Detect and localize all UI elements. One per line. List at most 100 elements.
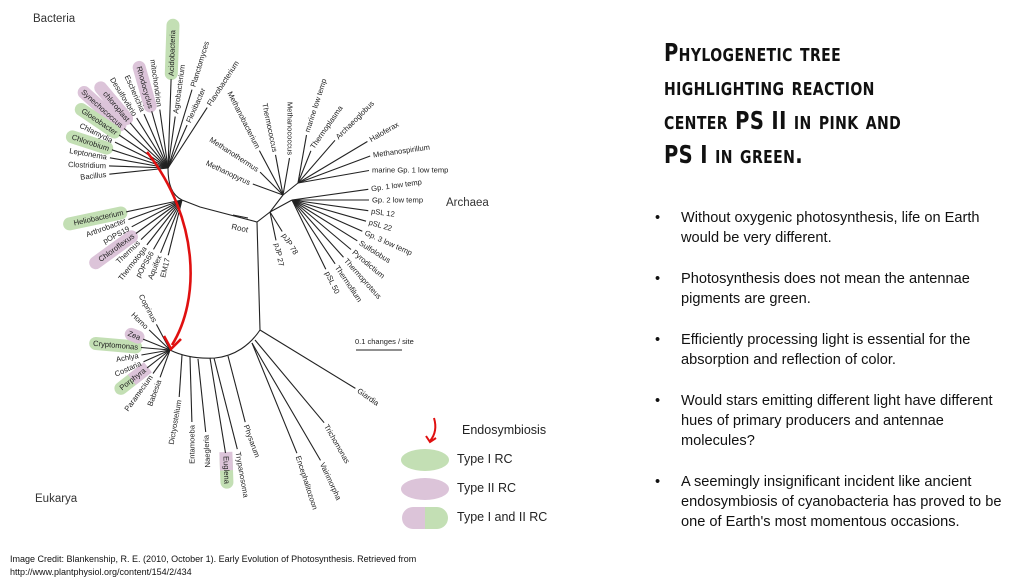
group-label-bacteria: Bacteria: [33, 13, 76, 25]
tree-branch: [159, 109, 169, 169]
legend-type1-and-2: Type I and II RC: [457, 510, 548, 524]
tree-branch: [297, 139, 336, 184]
tree-branch: [291, 199, 358, 242]
tree-branch: [178, 354, 183, 398]
reaction-center-highlight: [63, 206, 128, 231]
group-label-eukarya: Eukarya: [35, 493, 78, 505]
tree-branch: [291, 199, 363, 232]
highlight-pill: [89, 336, 143, 354]
tree-branch: [291, 199, 367, 222]
tree-branch: [111, 149, 169, 169]
tree-branch: [282, 157, 291, 196]
legend-type1: Type I RC: [457, 452, 513, 466]
leaf-label-eukarya: Dictyostelium: [167, 399, 184, 445]
tree-branch: [197, 358, 207, 433]
legend-swatch-type2: [401, 478, 449, 500]
highlight-pill: [124, 327, 145, 344]
tree-branch: [167, 107, 208, 169]
leaf-label-bacteria: Acidobacteria: [167, 29, 178, 76]
reaction-center-highlight: [219, 451, 234, 489]
tree-branch: [167, 116, 176, 169]
tree-branch: [143, 113, 169, 169]
reaction-center-highlight: [94, 81, 134, 126]
bullet-text: Without oxygenic photosynthesis, life on…: [681, 210, 980, 246]
tree-branch: [269, 211, 277, 241]
tree-branch: [291, 188, 369, 201]
tree-branch: [291, 199, 327, 270]
tree-backbone: [167, 167, 299, 359]
leaf-label-bacteria: Clostridium: [68, 160, 106, 170]
tree-branch: [297, 155, 371, 184]
tree-branch: [135, 199, 183, 234]
tree-branch: [159, 349, 171, 378]
tree-branch: [131, 199, 183, 228]
tree-branches: [108, 79, 371, 461]
highlight-pill: [164, 18, 180, 81]
leaf-label-eukarya: Encephalitozoon: [294, 455, 320, 511]
highlight-pill: [77, 86, 127, 132]
tree-branch: [114, 141, 169, 169]
title-line: highlighting reaction: [664, 72, 875, 101]
highlight-pill: [132, 60, 157, 113]
tree-branch: [129, 122, 169, 169]
leaf-label-archaea: Gp. 2 low temp: [372, 196, 423, 205]
tree-branch: [274, 154, 284, 196]
title-line: Phylogenetic tree: [664, 38, 842, 67]
tree-branch: [227, 355, 246, 423]
leaf-label-archaea: Methanobacterium: [225, 90, 262, 150]
bullet-text: Photosynthesis does not mean the antenna…: [681, 271, 970, 307]
tree-branch: [269, 211, 283, 232]
leaf-label-archaea: Methanococcus: [286, 102, 295, 155]
scale-label: 0.1 changes / site: [355, 337, 414, 346]
leaf-label-archaea: Thermococcus: [260, 102, 279, 153]
leaf-label-archaea: Haloferax: [368, 120, 401, 144]
legend-swatch-both-pink: [402, 507, 425, 529]
bullet-icon: •: [655, 393, 661, 409]
reaction-center-highlight: [74, 103, 122, 139]
endosymbiosis-arrowhead: [162, 335, 182, 352]
tree-branch: [213, 357, 238, 450]
reaction-center-highlight: [124, 327, 145, 344]
tree-branch: [146, 349, 171, 369]
bullet-text: Efficiently processing light is essentia…: [681, 332, 971, 368]
tree-branch: [259, 329, 356, 389]
reaction-center-highlight: [89, 230, 138, 270]
bullet-icon: •: [655, 332, 661, 348]
leaf-label-bacteria: Planctomyces: [189, 40, 211, 88]
highlight-pill: [63, 206, 128, 231]
tree-branch: [258, 150, 284, 196]
reaction-center-highlight: [164, 18, 180, 81]
image-credit: Image Credit: Blankenship, R. E. (2010, …: [10, 553, 416, 579]
leaf-label-eukarya: Entamoeba: [188, 424, 197, 464]
caption-line: http://www.plantphysiol.org/content/154/…: [10, 567, 192, 577]
leaf-label-archaea: pJP 27: [272, 242, 286, 267]
tree-branch: [209, 357, 227, 454]
bullet-item: • Efficiently processing light is essenti…: [655, 330, 1015, 370]
root-label: Root: [231, 222, 250, 234]
leaf-label-archaea: Gp. 1 low temp: [371, 177, 423, 193]
reaction-center-highlight: [65, 130, 114, 155]
group-label-archaea: Archaea: [446, 197, 489, 209]
tree-branch: [297, 150, 312, 184]
legend-arrow-icon: [429, 417, 437, 442]
tree-branch: [143, 349, 171, 363]
tree-branch: [152, 349, 171, 374]
highlight-pill: [94, 81, 134, 126]
slide-title: Phylogenetic tree highlighting reaction …: [664, 36, 901, 172]
leaf-label-eukarya: Vairimorpha: [318, 461, 344, 502]
highlight-pill: [74, 103, 122, 139]
bullet-item: •A seemingly insignificant incident like…: [655, 472, 1015, 532]
bullet-icon: •: [655, 271, 661, 287]
leaf-label-eukarya: Naegleria: [201, 434, 212, 468]
tree-branch: [259, 171, 284, 196]
highlight-pill: [89, 230, 138, 270]
leaf-label-archaea: pSL 12: [371, 207, 396, 219]
leaf-label-eukarya: Euglena: [222, 456, 232, 485]
highlight-pill-half: [127, 362, 152, 385]
bullet-icon: •: [655, 210, 661, 226]
tree-branch: [141, 349, 171, 356]
leaf-label-eukarya: Trichomonas: [322, 423, 352, 465]
tree-branch: [291, 199, 336, 265]
tree-branch: [167, 79, 172, 169]
